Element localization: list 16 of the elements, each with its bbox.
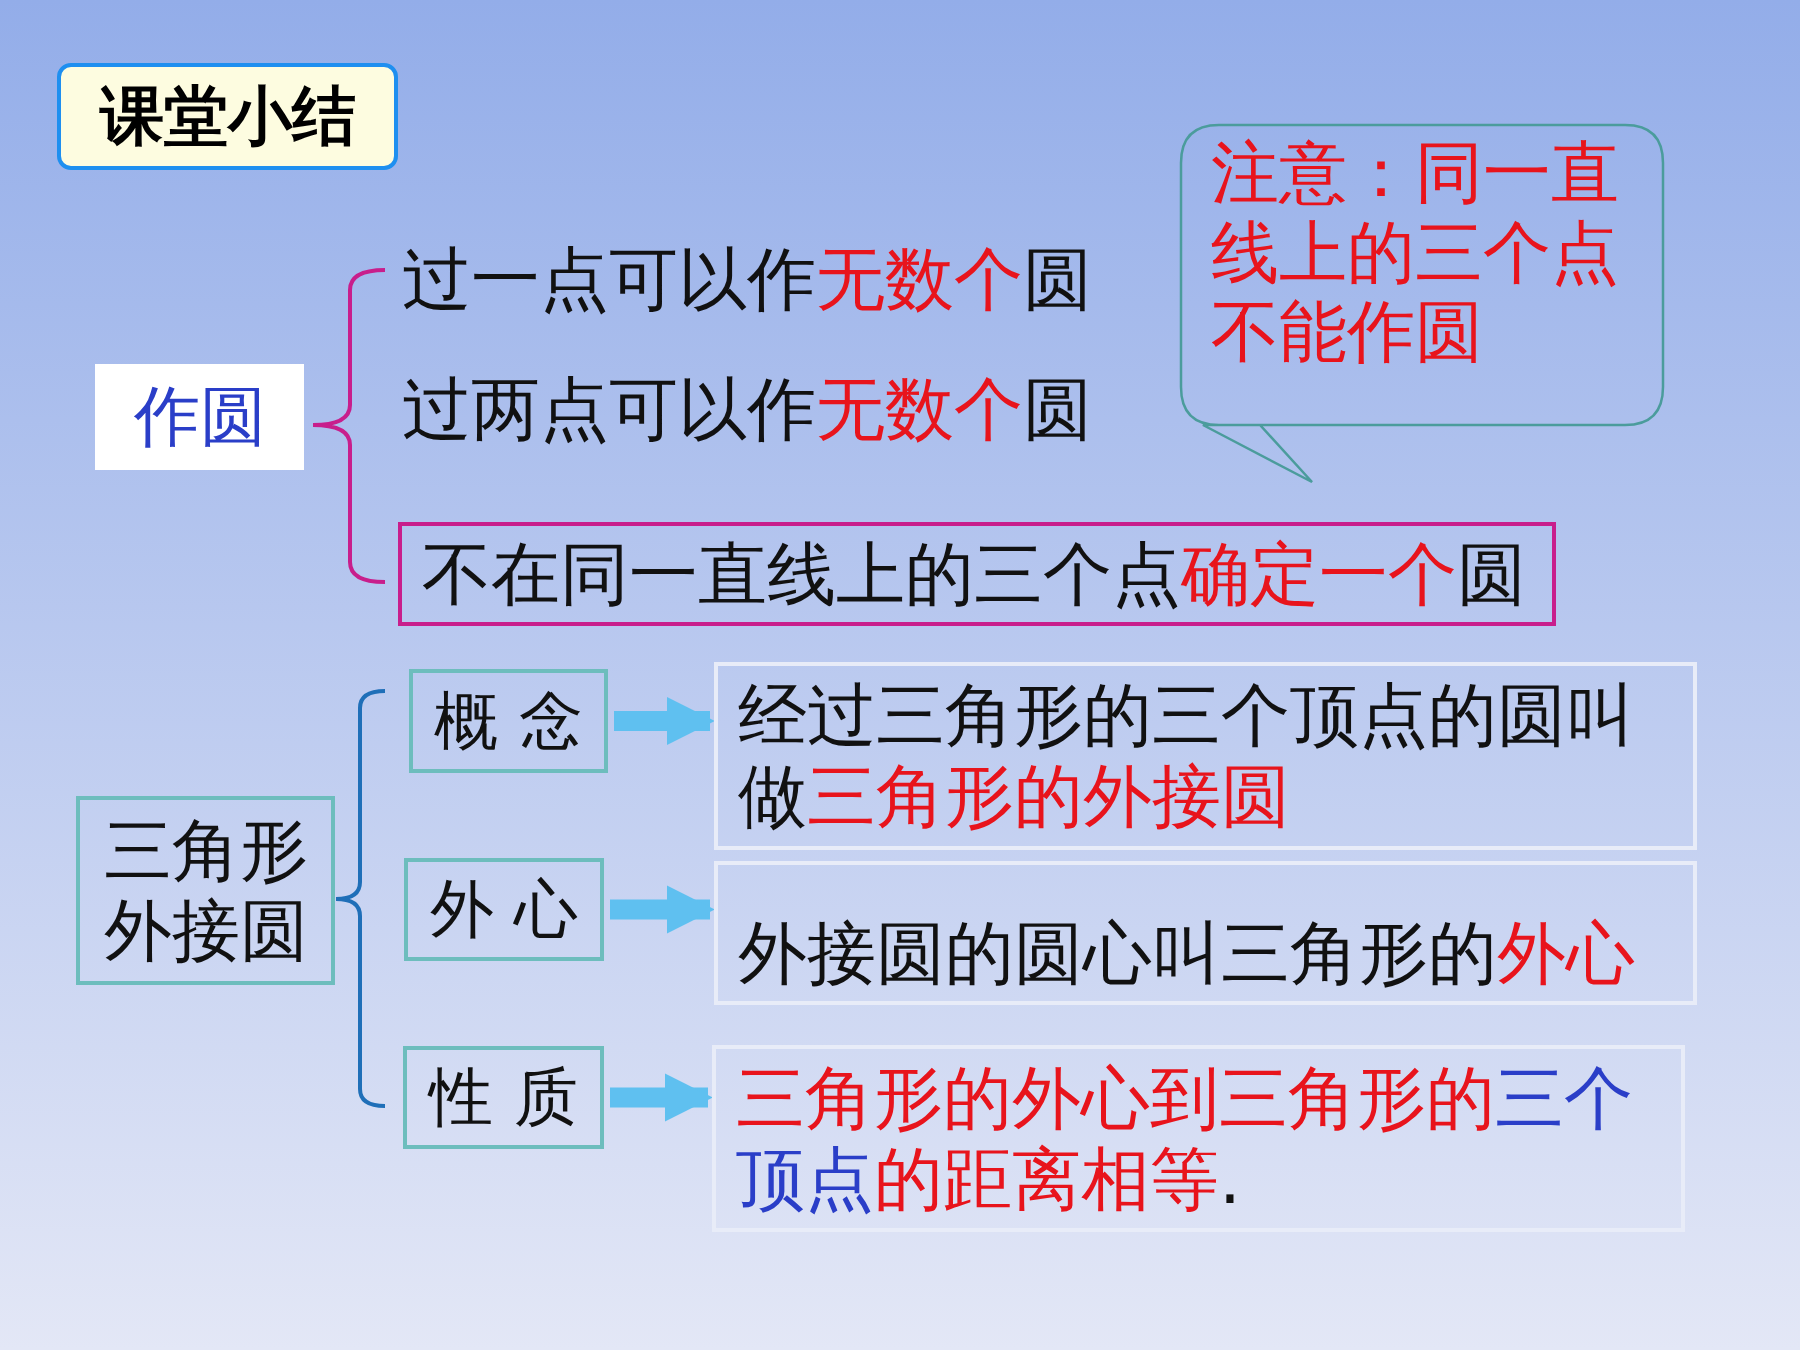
title-box: 课堂小结: [57, 63, 398, 170]
arrow: [610, 885, 715, 934]
term-box: 概 念: [409, 669, 608, 773]
statement-text: 过一点可以作无数个圆: [402, 240, 1092, 320]
statement-text: 过两点可以作无数个圆: [402, 370, 1092, 450]
term-box: 外 心: [404, 858, 604, 961]
property-box: 三角形的外心到三角形的三个顶点的距离相等.: [712, 1045, 1685, 1232]
label-box: 三角形外接圆: [76, 796, 335, 985]
arrow: [614, 697, 715, 745]
definition-box: 经过三角形的三个顶点的圆叫做三角形的外接圆: [714, 662, 1697, 850]
term-box: 性 质: [403, 1046, 604, 1149]
statement-box: 不在同一直线上的三个点确定一个圆: [398, 522, 1556, 626]
speech-bubble: 注意：同一直线上的三个点不能作圆: [1179, 123, 1665, 484]
label-box: 作圆: [95, 364, 304, 470]
arrow: [610, 1073, 713, 1122]
definition-box: 外接圆的圆心叫三角形的外心: [714, 861, 1697, 1005]
